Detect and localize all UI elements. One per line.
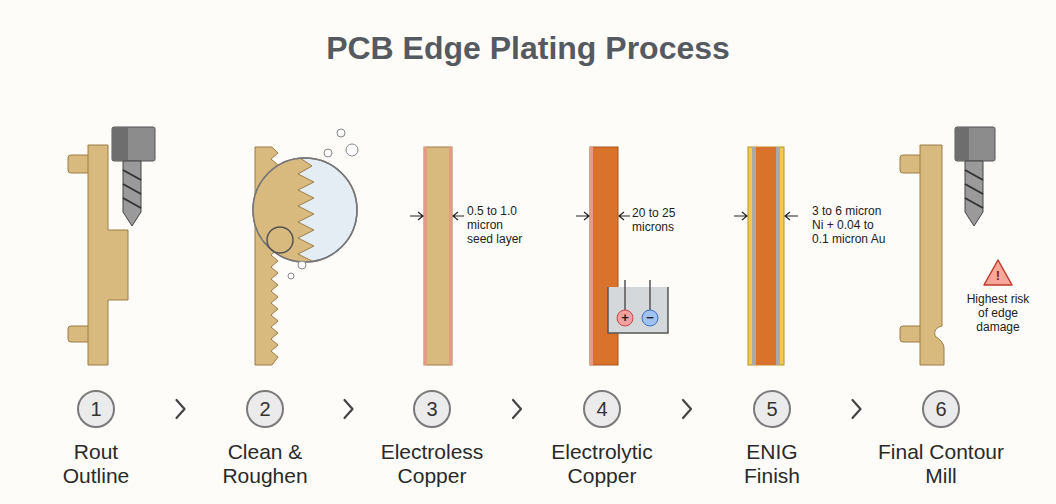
step-name: Rout Outline (46, 440, 146, 488)
seed-layer-board (410, 147, 464, 365)
step-chevron (345, 400, 353, 418)
callout-label: Highest risk of edge damage (962, 292, 1034, 334)
router-bit (112, 127, 155, 226)
step-chevron (513, 400, 521, 418)
enig-board (734, 147, 798, 365)
step-number: 2 (246, 390, 284, 428)
step-node: 6Final Contour Mill (875, 390, 1007, 488)
step-node: 1Rout Outline (46, 390, 146, 488)
board-outline (68, 145, 128, 365)
step-number: 5 (753, 390, 791, 428)
electrode-sign: + (617, 310, 633, 326)
step-chevron (853, 400, 861, 418)
step-name: Final Contour Mill (875, 440, 1007, 488)
warning-triangle (984, 260, 1012, 285)
step-number: 3 (413, 390, 451, 428)
step-name: ENIG Finish (722, 440, 822, 488)
step-chevron (683, 400, 691, 418)
step-node: 4Electrolytic Copper (543, 390, 661, 488)
milled-board (900, 145, 944, 365)
step-node: 3Electroless Copper (373, 390, 491, 488)
step-node: 5ENIG Finish (722, 390, 822, 488)
plating-bath (608, 280, 668, 333)
step-number: 4 (583, 390, 621, 428)
step-name: Electrolytic Copper (543, 440, 661, 488)
mill-bit (955, 127, 995, 226)
step-chevron (177, 400, 185, 418)
title: PCB Edge Plating Process (0, 30, 1056, 67)
step-name: Electroless Copper (373, 440, 491, 488)
step-number: 1 (77, 390, 115, 428)
warning-mark: ! (992, 268, 1004, 284)
callout-label: 0.5 to 1.0 micron seed layer (467, 204, 531, 246)
step-node: 2Clean & Roughen (215, 390, 315, 488)
callout-label: 3 to 6 micron Ni + 0.04 to 0.1 micron Au (812, 204, 890, 246)
roughened-board (240, 129, 358, 365)
electrode-sign: − (642, 310, 658, 326)
step-number: 6 (922, 390, 960, 428)
callout-label: 20 to 25 microns (632, 206, 694, 234)
step-name: Clean & Roughen (215, 440, 315, 488)
